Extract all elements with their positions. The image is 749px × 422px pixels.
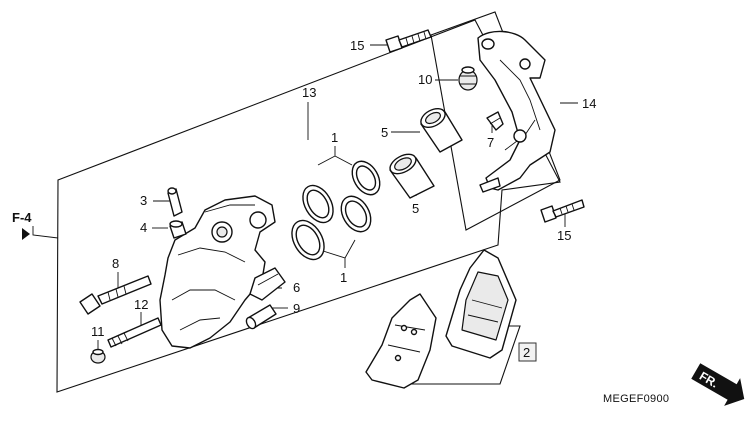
boot-11 [90, 348, 106, 364]
frame-ref-f4: F-4 [12, 210, 32, 225]
callout-9: 9 [293, 301, 300, 316]
callout-1-upper: 1 [331, 130, 338, 145]
piston-5-lower [389, 153, 435, 199]
pin-12 [107, 317, 162, 348]
bracket-outline-14 [430, 11, 561, 231]
callout-3: 3 [140, 193, 147, 208]
caliper-body [159, 195, 276, 349]
callout-2: 2 [523, 345, 530, 360]
callout-4: 4 [140, 220, 147, 235]
bolt-15-top [385, 29, 432, 53]
piston-seals-1-lower [291, 195, 372, 261]
callout-14: 14 [582, 96, 596, 111]
brake-pad-back [445, 249, 517, 359]
callouts: 15 13 10 14 5 1 7 5 3 F-4 4 15 8 1 6 12 … [12, 38, 596, 339]
drawing-code: MEGEF0900 [603, 393, 669, 405]
piston-seals-1-upper [302, 160, 381, 224]
bolt-8 [79, 275, 152, 315]
callout-15-top: 15 [350, 38, 364, 53]
callout-15-lower: 15 [557, 228, 571, 243]
callout-5-upper: 5 [381, 125, 388, 140]
bleed-valve-3 [167, 187, 183, 217]
front-arrow: FR. [691, 363, 745, 406]
caliper-bracket-14 [477, 30, 556, 193]
pad-spring-6 [249, 267, 286, 301]
brake-pad-front [365, 293, 437, 389]
bleed-cap-4 [169, 220, 187, 239]
callout-1-lower: 1 [340, 270, 347, 285]
callout-10: 10 [418, 72, 432, 87]
piston-5-upper [420, 107, 463, 153]
bolt-15-lower [540, 199, 585, 223]
callout-6: 6 [293, 280, 300, 295]
callout-12: 12 [134, 297, 148, 312]
callout-7: 7 [487, 135, 494, 150]
callout-11: 11 [91, 324, 105, 339]
callout-2-box: 2 [518, 342, 537, 362]
callout-5-lower: 5 [412, 201, 419, 216]
boot-10 [458, 66, 478, 91]
pad-retainer-7 [486, 111, 504, 131]
pin-9 [245, 304, 277, 330]
assembly-outline-13 [56, 19, 561, 393]
frame-ref-arrow [22, 228, 30, 240]
callout-8: 8 [112, 256, 119, 271]
callout-13: 13 [302, 85, 316, 100]
